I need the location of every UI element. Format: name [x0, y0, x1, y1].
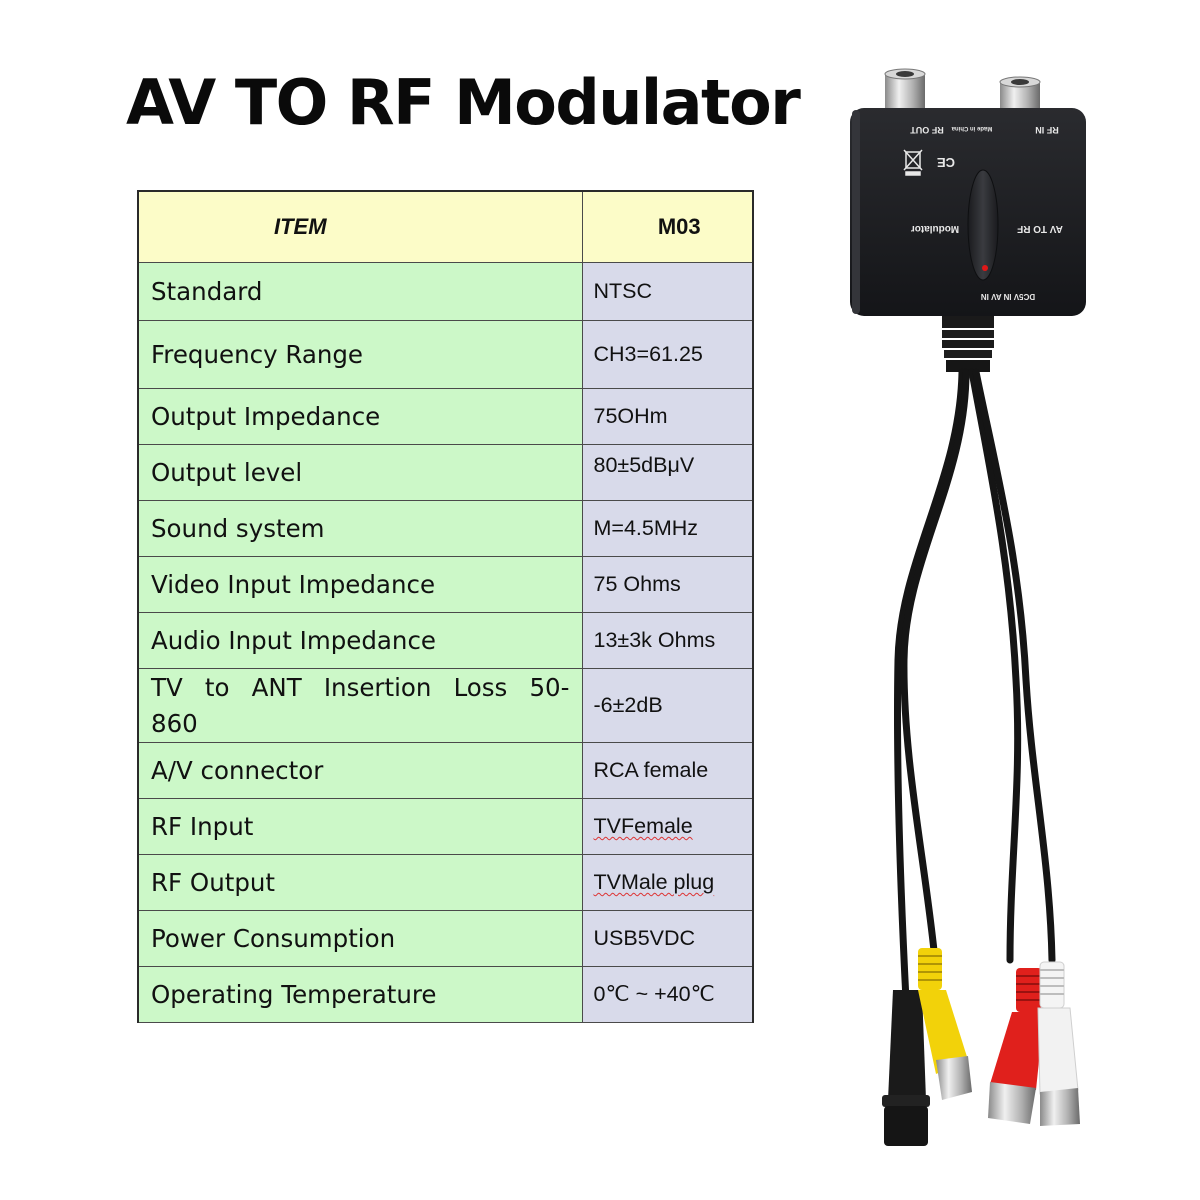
table-row: Standard NTSC [137, 262, 754, 321]
row-value: NTSC [581, 262, 754, 321]
table-row: RF Input TVFemale [137, 798, 754, 855]
header-model: M03 [581, 190, 754, 263]
row-label: TV to ANT Insertion Loss 50-860 [137, 668, 583, 743]
cable-strain-relief [942, 316, 994, 372]
rca-white-audio-plug [1037, 961, 1080, 1126]
table-row: Operating Temperature 0℃ ~ +40℃ [137, 966, 754, 1023]
row-value: TVFemale [581, 798, 754, 855]
cables [893, 368, 1056, 1004]
label-rf-out: RF OUT [910, 125, 944, 135]
table-row: Video Input Impedance 75 Ohms [137, 556, 754, 613]
label-modulator: Modulator [911, 223, 959, 234]
header-item: ITEM [137, 190, 583, 263]
label-made-in: Made in China [951, 125, 992, 131]
row-label: Standard [137, 262, 583, 321]
row-label: RF Output [137, 854, 583, 911]
table-row: Audio Input Impedance 13±3k Ohms [137, 612, 754, 669]
row-value: 75OHm [581, 388, 754, 445]
ce-mark-icon: CE [937, 155, 955, 170]
row-value: CH3=61.25 [581, 320, 754, 389]
row-value: M=4.5MHz [581, 500, 754, 557]
rf-out-connector [884, 68, 926, 114]
table-row: A/V connector RCA female [137, 742, 754, 799]
row-value: USB5VDC [581, 910, 754, 967]
row-value: -6±2dB [581, 668, 754, 743]
row-value-text: TVFemale [593, 814, 693, 838]
table-row: Frequency Range CH3=61.25 [137, 320, 754, 389]
rca-yellow-video-plug [918, 948, 972, 1100]
spec-table: ITEM M03 Standard NTSC Frequency Range C… [137, 190, 754, 1023]
weee-bin-icon [903, 149, 923, 176]
dc-power-plug [882, 990, 930, 1146]
table-row: TV to ANT Insertion Loss 50-860 -6±2dB [137, 668, 754, 743]
row-value: 80±5dBμV [581, 444, 754, 501]
row-label: Audio Input Impedance [137, 612, 583, 669]
row-label: Frequency Range [137, 320, 583, 389]
row-label: RF Input [137, 798, 583, 855]
table-row: Power Consumption USB5VDC [137, 910, 754, 967]
row-value: 13±3k Ohms [581, 612, 754, 669]
table-row: RF Output TVMale plug [137, 854, 754, 911]
table-header-row: ITEM M03 [137, 190, 754, 263]
row-label: Video Input Impedance [137, 556, 583, 613]
rf-in-connector [999, 76, 1041, 116]
row-label: Sound system [137, 500, 583, 557]
label-av-to-rf: AV TO RF [1017, 223, 1063, 234]
rca-red-audio-plug [988, 968, 1044, 1124]
row-label: Output level [137, 444, 583, 501]
row-label: Power Consumption [137, 910, 583, 967]
modulator-product-image: RF OUT Made in China RF IN AV TO RF Modu… [850, 68, 1086, 1146]
power-led-icon [982, 265, 988, 271]
row-value: TVMale plug [581, 854, 754, 911]
row-value-text: TVMale plug [593, 870, 715, 894]
table-row: Output Impedance 75OHm [137, 388, 754, 445]
row-value: 0℃ ~ +40℃ [581, 966, 754, 1023]
row-label: A/V connector [137, 742, 583, 799]
label-rf-in: RF IN [1035, 125, 1059, 135]
table-row: Sound system M=4.5MHz [137, 500, 754, 557]
row-label: Operating Temperature [137, 966, 583, 1023]
row-label: Output Impedance [137, 388, 583, 445]
row-value: RCA female [581, 742, 754, 799]
page-title: AV TO RF Modulator [126, 66, 801, 139]
indicator-window [967, 169, 999, 281]
table-row: Output level 80±5dBμV [137, 444, 754, 501]
row-value: 75 Ohms [581, 556, 754, 613]
label-dc5v-av-in: DC5V IN AV IN [981, 292, 1035, 301]
